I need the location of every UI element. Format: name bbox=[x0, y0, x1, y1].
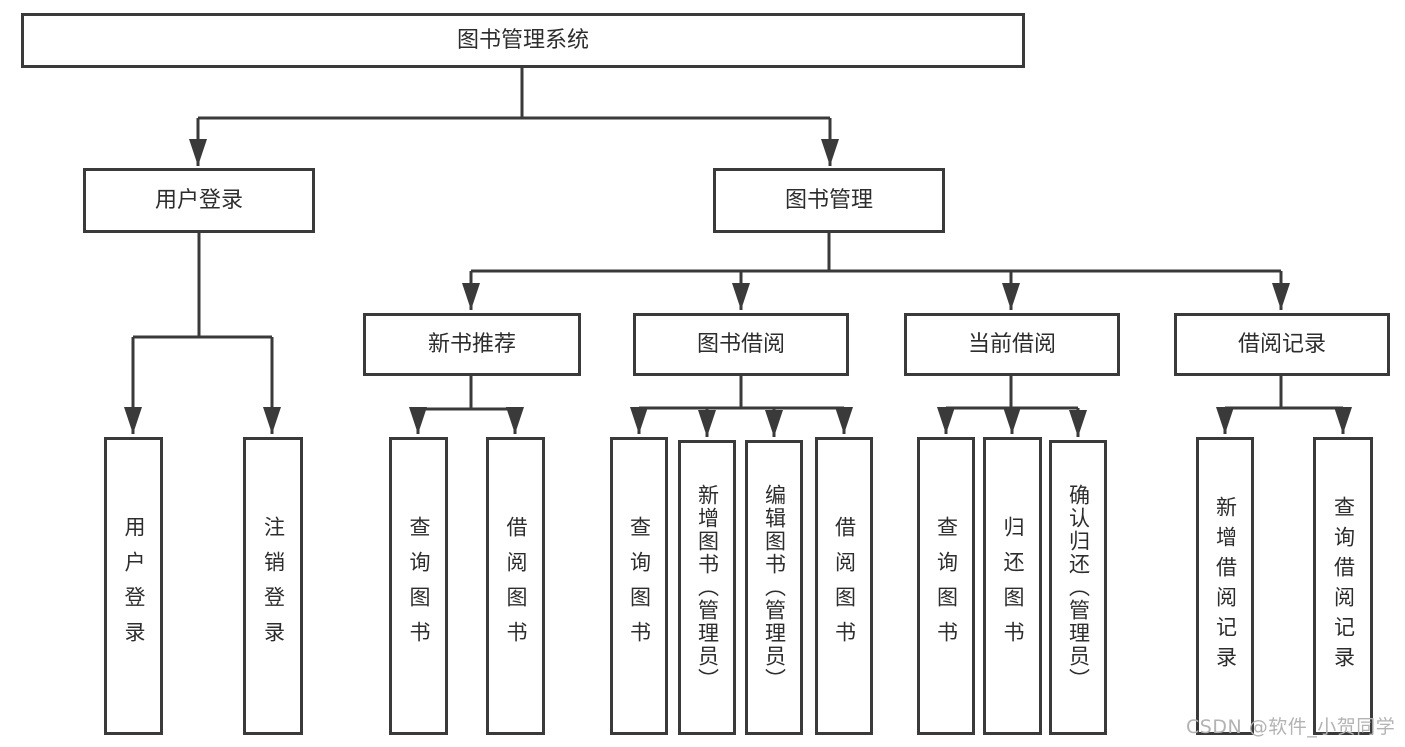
leaf-borrow-books-2: 借阅图书 bbox=[815, 437, 873, 735]
leaf-borrow-books-1: 借阅图书 bbox=[486, 437, 545, 735]
leaf-return-books: 归还图书 bbox=[983, 437, 1042, 735]
connector-book-borrow-split bbox=[639, 376, 844, 410]
node-borrowing-records: 借阅记录 bbox=[1174, 313, 1390, 376]
node-current-borrowing: 当前借阅 bbox=[904, 313, 1120, 376]
leaf-add-borrow-record: 新增借阅记录 bbox=[1196, 437, 1254, 735]
leaf-query-borrow-record: 查询借阅记录 bbox=[1313, 437, 1373, 735]
leaf-confirm-return-admin: 确认归还（管理员） bbox=[1049, 440, 1107, 735]
connector-borrow-records-split bbox=[1225, 376, 1343, 410]
csdn-watermark: CSDN @软件_小贺同学 bbox=[1186, 716, 1396, 738]
node-book-management: 图书管理 bbox=[713, 168, 945, 233]
leaf-query-books-2: 查询图书 bbox=[610, 437, 668, 735]
connector-current-borrow-split bbox=[946, 376, 1078, 410]
leaf-logout: 注销登录 bbox=[243, 437, 303, 735]
connector-book-mgmt-split bbox=[471, 233, 1281, 273]
node-new-book-recommend: 新书推荐 bbox=[363, 313, 581, 376]
node-user-login: 用户登录 bbox=[83, 168, 315, 233]
leaf-add-books-admin: 新增图书（管理员） bbox=[678, 440, 736, 735]
leaf-user-login: 用户登录 bbox=[104, 437, 163, 735]
node-book-borrowing: 图书借阅 bbox=[633, 313, 849, 376]
leaf-edit-books-admin: 编辑图书（管理员） bbox=[745, 440, 803, 735]
connector-user-login-split bbox=[133, 233, 272, 339]
connector-root-split bbox=[198, 67, 830, 120]
node-root-system: 图书管理系统 bbox=[21, 13, 1025, 68]
leaf-query-books-1: 查询图书 bbox=[389, 437, 448, 735]
leaf-query-books-3: 查询图书 bbox=[917, 437, 975, 735]
connector-new-books-split bbox=[418, 376, 515, 411]
